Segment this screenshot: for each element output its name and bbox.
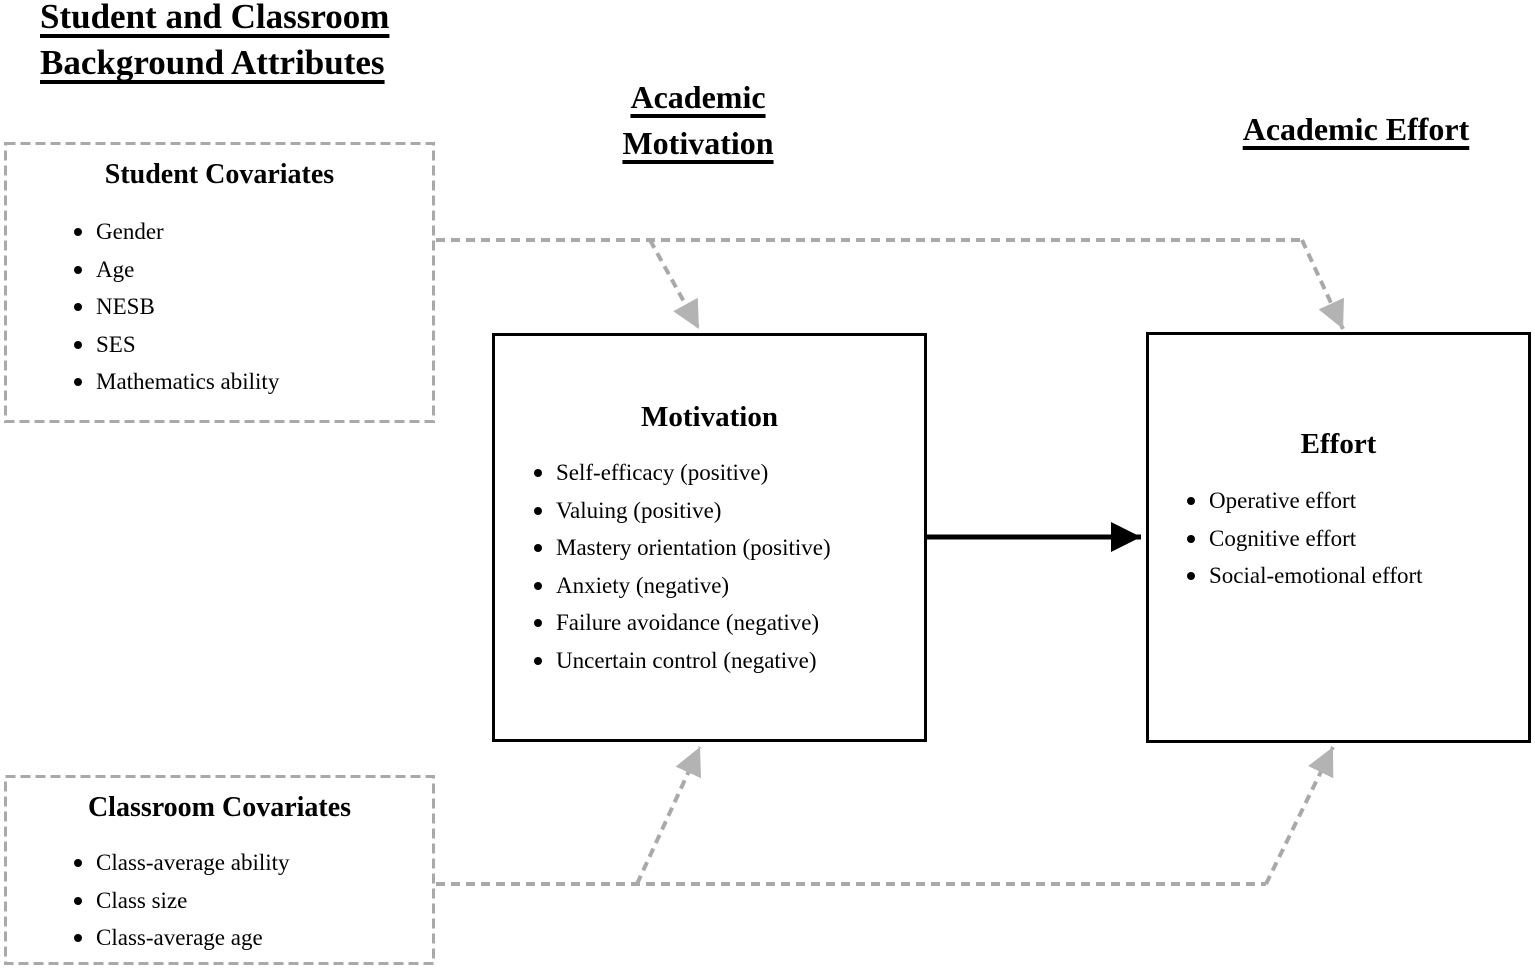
heading-line-1: Academic bbox=[538, 74, 858, 120]
motivation-list: Self-efficacy (positive) Valuing (positi… bbox=[526, 454, 924, 679]
covariate-item: Class-average age bbox=[66, 919, 435, 957]
heading-line-2: Motivation bbox=[538, 120, 858, 166]
heading-academic-effort: Academic Effort bbox=[1181, 106, 1531, 152]
classroom-covariates-outline bbox=[4, 775, 435, 965]
covariate-item: Class-average ability bbox=[66, 844, 435, 882]
effort-item: Cognitive effort bbox=[1179, 520, 1528, 558]
student-covariates-title: Student Covariates bbox=[104, 159, 335, 190]
edge-student-to-effort bbox=[1300, 239, 1345, 330]
classroom-covariates-box: Classroom Covariates Class-average abili… bbox=[4, 775, 435, 965]
motivation-item: Failure avoidance (negative) bbox=[526, 604, 924, 642]
covariate-item: Class size bbox=[66, 882, 435, 920]
edge-classroom-to-effort bbox=[1264, 746, 1335, 885]
effort-box: Effort Operative effort Cognitive effort… bbox=[1146, 332, 1531, 743]
heading-text: Academic bbox=[630, 79, 766, 115]
student-covariates-outline bbox=[4, 142, 435, 423]
heading-line-1: Student and Classroom bbox=[40, 0, 389, 40]
motivation-title: Motivation bbox=[641, 401, 778, 433]
motivation-item: Mastery orientation (positive) bbox=[526, 529, 924, 567]
edge-classroom-to-motivation bbox=[635, 746, 702, 885]
covariate-item: Mathematics ability bbox=[66, 363, 435, 401]
covariate-item: SES bbox=[66, 326, 435, 364]
motivation-item: Anxiety (negative) bbox=[526, 567, 924, 605]
effort-title: Effort bbox=[1300, 428, 1377, 460]
student-covariates-box: Student Covariates Gender Age NESB SES M… bbox=[4, 142, 435, 423]
covariate-item: NESB bbox=[66, 288, 435, 326]
covariate-item: Age bbox=[66, 251, 435, 289]
heading-background-attributes: Student and Classroom Background Attribu… bbox=[40, 0, 389, 86]
heading-academic-motivation: Academic Motivation bbox=[538, 74, 858, 166]
effort-item: Operative effort bbox=[1179, 482, 1528, 520]
classroom-covariates-list: Class-average ability Class size Class-a… bbox=[66, 844, 435, 957]
heading-text: Academic Effort bbox=[1242, 111, 1470, 147]
edge-student-to-motivation bbox=[648, 239, 701, 330]
motivation-box: Motivation Self-efficacy (positive) Valu… bbox=[492, 333, 927, 742]
motivation-item: Self-efficacy (positive) bbox=[526, 454, 924, 492]
student-covariates-list: Gender Age NESB SES Mathematics ability bbox=[66, 213, 435, 401]
covariate-item: Gender bbox=[66, 213, 435, 251]
classroom-covariates-title: Classroom Covariates bbox=[87, 792, 352, 823]
motivation-item: Uncertain control (negative) bbox=[526, 642, 924, 680]
motivation-item: Valuing (positive) bbox=[526, 492, 924, 530]
heading-text: Student and Classroom bbox=[40, 0, 390, 36]
effort-item: Social-emotional effort bbox=[1179, 557, 1528, 595]
heading-text: Background Attributes bbox=[40, 43, 385, 82]
heading-line-2: Background Attributes bbox=[40, 40, 389, 86]
effort-list: Operative effort Cognitive effort Social… bbox=[1179, 482, 1528, 595]
heading-text: Motivation bbox=[622, 125, 774, 161]
